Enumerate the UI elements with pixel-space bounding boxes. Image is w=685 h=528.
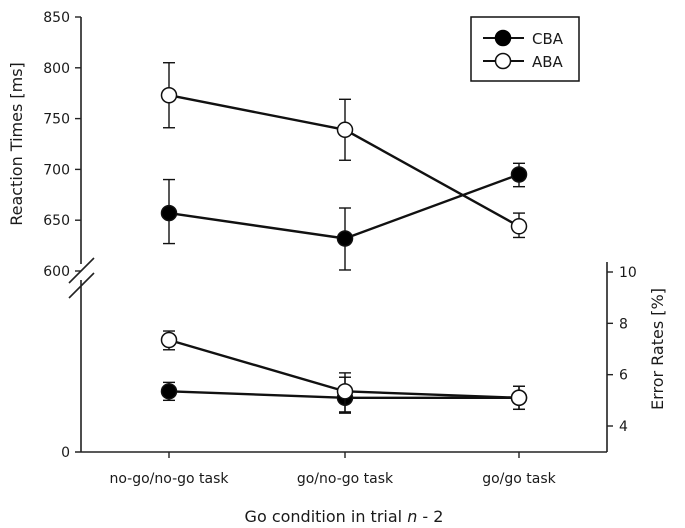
axes: 600 650 700 750 800 850 0 4 6 8 10 no-go/no-go task… bbox=[43, 10, 637, 487]
axis-break-mark-2 bbox=[68, 272, 95, 299]
right-tick-label: 6 bbox=[619, 368, 628, 384]
legend: CBA ABA bbox=[470, 16, 580, 82]
x-axis-title-suffix: - 2 bbox=[417, 507, 443, 526]
open-circle-icon bbox=[160, 331, 178, 349]
open-circle-icon bbox=[510, 389, 528, 407]
left-tick-label: 600 bbox=[43, 264, 70, 280]
legend-marker-cba-icon bbox=[494, 29, 512, 47]
axis-break-mark-1 bbox=[68, 257, 95, 284]
open-circle-icon bbox=[510, 218, 528, 235]
filled-circle-icon bbox=[510, 166, 528, 183]
x-tick-label: no-go/no-go task bbox=[109, 471, 229, 487]
left-tick-label-zero: 0 bbox=[61, 445, 70, 461]
legend-box bbox=[470, 16, 580, 82]
right-tick-label: 10 bbox=[619, 265, 637, 281]
y-axis-title-right: Error Rates [%] bbox=[648, 288, 667, 410]
error-rate-panel bbox=[160, 330, 528, 414]
y-axis-title-left: Reaction Times [ms] bbox=[7, 62, 26, 226]
open-circle-icon bbox=[336, 121, 354, 139]
right-tick-label: 4 bbox=[619, 419, 628, 435]
left-tick-label: 800 bbox=[43, 61, 70, 77]
open-circle-icon bbox=[160, 86, 178, 104]
filled-circle-icon bbox=[160, 204, 178, 222]
x-tick-label: go/go task bbox=[482, 471, 556, 487]
x-axis-title: Go condition in trial n - 2 bbox=[245, 507, 444, 526]
left-tick-label: 700 bbox=[43, 162, 70, 178]
left-tick-label: 850 bbox=[43, 10, 70, 26]
series-line-cba bbox=[168, 173, 520, 240]
legend-label-cba: CBA bbox=[532, 30, 564, 48]
reaction-time-panel bbox=[160, 62, 528, 271]
left-tick-label: 750 bbox=[43, 112, 70, 128]
legend-label-aba: ABA bbox=[532, 53, 564, 71]
x-axis-title-italic: n bbox=[407, 507, 417, 526]
x-tick-label: go/no-go task bbox=[297, 471, 394, 487]
left-tick-label: 650 bbox=[43, 213, 70, 229]
legend-marker-aba-icon bbox=[494, 52, 512, 70]
filled-circle-icon bbox=[336, 230, 354, 247]
right-tick-label: 8 bbox=[619, 316, 628, 332]
filled-circle-icon bbox=[160, 383, 178, 400]
x-axis-title-prefix: Go condition in trial bbox=[245, 507, 408, 526]
open-circle-icon bbox=[336, 383, 354, 400]
